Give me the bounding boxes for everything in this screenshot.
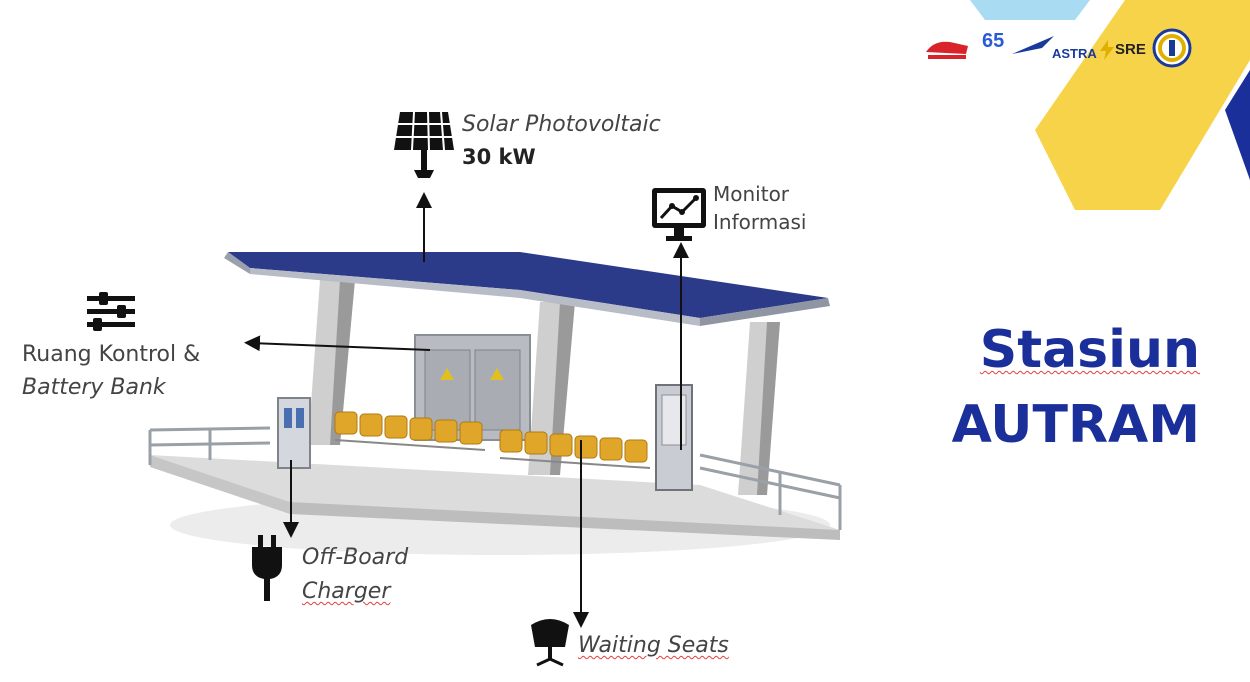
arrow-control (244, 335, 431, 352)
control-label-line1: Ruang Kontrol & (22, 342, 201, 367)
title-line2: AUTRAM (951, 395, 1200, 455)
monitor-label-line1: Monitor (713, 182, 790, 206)
corner-decoration (970, 0, 1250, 210)
swoosh-logo-icon (1012, 36, 1054, 54)
monitor-chart-icon (652, 188, 706, 241)
university-seal-icon (1152, 28, 1192, 68)
chair-icon (531, 619, 569, 667)
seats-label: Waiting Seats (578, 633, 729, 658)
anniversary-logo: 65 (982, 30, 1005, 52)
solar-label-line2: 30 kW (462, 145, 536, 169)
sre-logo: SRE (1115, 41, 1146, 58)
monitor-label-line2: Informasi (713, 210, 807, 234)
sliders-icon (87, 292, 135, 331)
title-line1: Stasiun (980, 320, 1200, 380)
partner-logos: 65 ASTRA SRE (920, 28, 1210, 70)
astra-logo: ASTRA (1052, 46, 1097, 61)
charger-label-line2: Charger (302, 579, 391, 604)
plug-icon (252, 535, 282, 601)
charger-label-line1: Off-Board (302, 545, 409, 570)
solar-label-line1: Solar Photovoltaic (462, 112, 661, 137)
solar-panel-icon (394, 111, 454, 178)
title-line1-text: Stasiun (979, 320, 1200, 380)
control-label-line2: Battery Bank (22, 375, 166, 400)
car-logo-icon (926, 41, 968, 59)
bolt-icon (1100, 40, 1114, 60)
bus-station-illustration (148, 252, 842, 555)
